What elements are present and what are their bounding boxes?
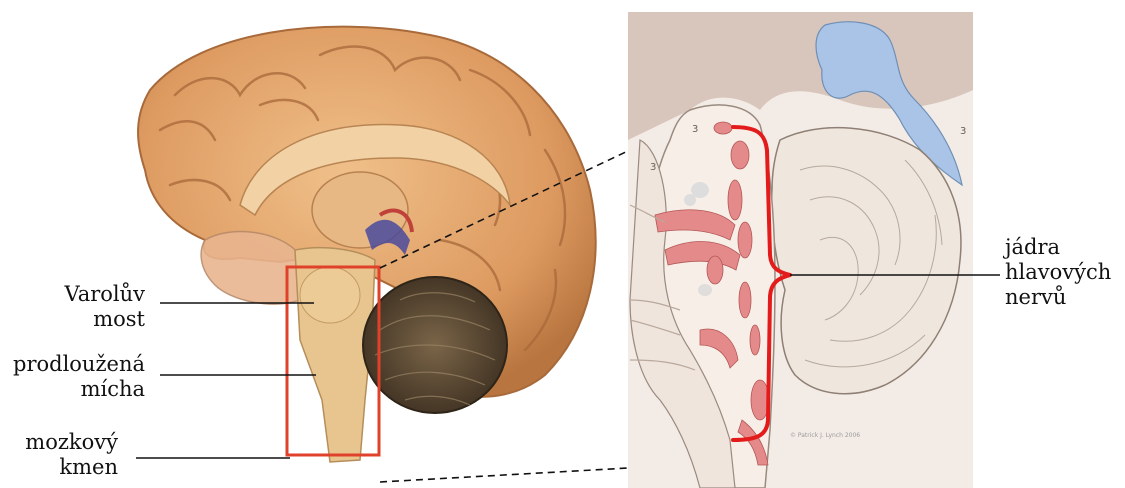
label-nuclei-line3: nervů [1005,285,1120,310]
label-brainstem-line1: mozkový [5,430,118,455]
label-pons-line2: most [20,307,145,332]
label-brainstem-line2: kmen [5,455,118,480]
label-medulla-line1: prodloužená [5,352,145,377]
brainstem-section [628,12,1000,488]
section-number-3: 3 [960,126,966,137]
left-leader-lines [136,303,316,458]
label-pons: Varolův most [20,282,145,332]
label-pons-line1: Varolův [20,282,145,307]
label-cranial-nerve-nuclei: jádra hlavových nervů [1005,235,1120,310]
label-brainstem: mozkový kmen [5,430,118,480]
label-nuclei-line1: jádra [1005,235,1120,260]
brain-model [138,27,596,462]
label-medulla: prodloužená mícha [5,352,145,402]
section-number-2: 3 [650,162,656,173]
label-medulla-line2: mícha [5,377,145,402]
image-credit: © Patrick J. Lynch 2006 [790,432,860,439]
label-nuclei-line2: hlavových [1005,260,1120,285]
pons [300,267,360,323]
temporal-lobe [201,232,300,304]
section-number-1: 3 [692,124,698,135]
